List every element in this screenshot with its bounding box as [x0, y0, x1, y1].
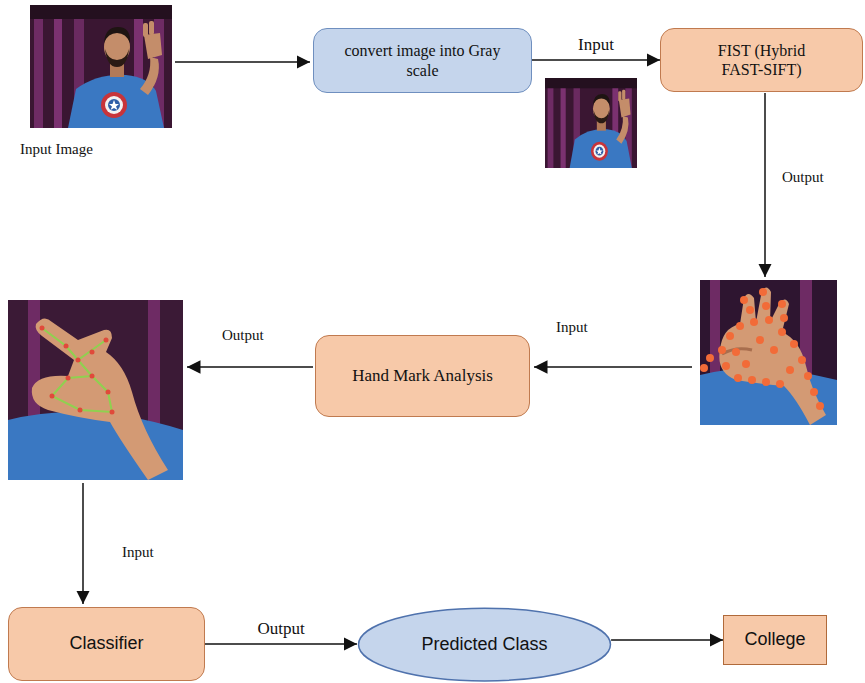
keypoint-photo [700, 280, 837, 425]
hand [719, 287, 826, 425]
landmark-lines [78, 340, 106, 360]
edge-label: Output [257, 619, 304, 639]
flow-arrow [187, 366, 313, 368]
process-box: Hand Mark Analysis [315, 335, 530, 417]
flow-arrow [611, 639, 723, 641]
flow-label: Input Image [20, 140, 93, 158]
flow-label: Output [222, 326, 264, 344]
output-ellipse: Predicted Class [357, 607, 612, 682]
flow-arrow [764, 93, 766, 277]
landmark-lines [42, 328, 112, 412]
box-label: College [744, 629, 805, 651]
flow-arrow [534, 366, 692, 368]
box-label: Hand Mark Analysis [352, 366, 493, 386]
flow-arrow [205, 643, 357, 645]
photo-ground [700, 280, 837, 425]
input-photo [30, 5, 172, 128]
flow-arrow [82, 483, 84, 604]
process-box: FIST (Hybrid FAST-SIFT) [660, 28, 863, 92]
keypoints [700, 288, 824, 410]
edge-label: Input [578, 35, 614, 55]
flow-label: Output [782, 168, 824, 186]
landmarks [40, 326, 115, 415]
landmark-photo [8, 300, 183, 480]
result-box: College [723, 615, 827, 665]
flow-arrow [532, 59, 660, 61]
hand [32, 318, 168, 480]
flow-label: Input [556, 318, 588, 336]
flow-label: Input [122, 543, 154, 561]
box-label: FIST (Hybrid FAST-SIFT) [702, 41, 822, 79]
box-label: convert image into Gray scale [343, 41, 503, 79]
gray-photo [545, 78, 637, 168]
flow-arrow [175, 61, 310, 63]
photo-ground [8, 300, 183, 480]
process-box: Classifier [8, 607, 205, 681]
box-label: Classifier [69, 633, 143, 655]
box-label: Predicted Class [421, 634, 547, 656]
ellipse-shape [359, 608, 611, 681]
process-box: convert image into Gray scale [313, 28, 532, 93]
